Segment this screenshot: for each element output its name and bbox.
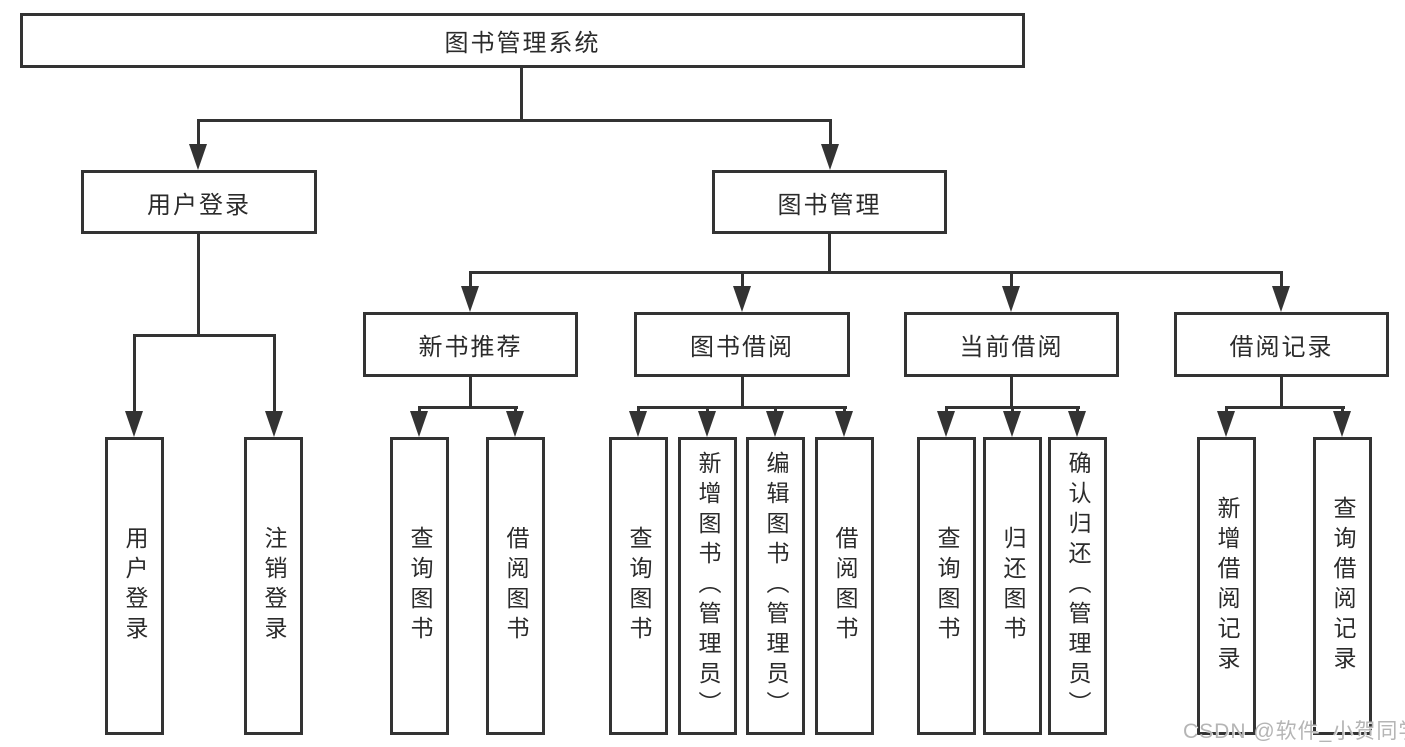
node-label: 查询借阅记录 xyxy=(1330,496,1356,676)
leaf-nb-borrow-books: 借阅图书 xyxy=(486,437,545,735)
node-book-management: 图书管理 xyxy=(712,170,947,234)
connector-root-stem xyxy=(520,68,523,119)
arrowhead xyxy=(766,411,784,437)
leaf-bb-borrow-books: 借阅图书 xyxy=(815,437,874,735)
leaf-cb-return-books: 归还图书 xyxy=(983,437,1042,735)
arrowhead xyxy=(1217,411,1235,437)
node-label: 借阅图书 xyxy=(503,526,529,646)
connector-arrow-stem xyxy=(829,119,832,146)
node-label: 归还图书 xyxy=(1000,526,1026,646)
connector-user-login-rail xyxy=(133,334,276,337)
node-label: 新增图书（管理员） xyxy=(695,451,721,721)
node-label: 图书管理系统 xyxy=(444,30,601,57)
arrowhead xyxy=(821,144,839,170)
arrowhead xyxy=(410,411,428,437)
connector-book-borrow-stem xyxy=(741,377,744,409)
watermark-csdn: CSDN @软件_小贺同学 xyxy=(1183,720,1405,743)
arrowhead xyxy=(506,411,524,437)
arrowhead xyxy=(125,411,143,437)
connector-arrow-stem xyxy=(1010,271,1013,290)
connector-arrow-stem xyxy=(133,334,136,414)
connector-borrow-records-rail xyxy=(1225,406,1345,409)
node-label: 查询图书 xyxy=(934,526,960,646)
arrowhead xyxy=(629,411,647,437)
node-label: 图书借阅 xyxy=(690,334,794,361)
node-label: 用户登录 xyxy=(122,526,148,646)
arrowhead xyxy=(1068,411,1086,437)
connector-arrow-stem xyxy=(469,271,472,290)
leaf-br-add-record: 新增借阅记录 xyxy=(1197,437,1256,735)
node-label: 借阅图书 xyxy=(832,526,858,646)
node-label: 当前借阅 xyxy=(959,334,1064,361)
arrowhead xyxy=(1003,411,1021,437)
connector-current-borrow-stem xyxy=(1010,377,1013,409)
connector-arrow-stem xyxy=(197,119,200,146)
arrowhead xyxy=(1002,286,1020,312)
node-label: 新书推荐 xyxy=(418,334,523,361)
arrowhead xyxy=(1333,411,1351,437)
node-new-book-recommend: 新书推荐 xyxy=(363,312,578,377)
leaf-logout: 注销登录 xyxy=(244,437,303,735)
leaf-br-query-record: 查询借阅记录 xyxy=(1313,437,1372,735)
arrowhead xyxy=(461,286,479,312)
node-user-login: 用户登录 xyxy=(81,170,317,234)
connector-arrow-stem xyxy=(273,334,276,414)
connector-book-borrow-rail xyxy=(637,406,847,409)
arrowhead xyxy=(189,144,207,170)
arrowhead xyxy=(265,411,283,437)
leaf-cb-confirm-return-admin: 确认归还（管理员） xyxy=(1048,437,1107,735)
node-label: 查询图书 xyxy=(407,526,433,646)
connector-new-books-stem xyxy=(469,377,472,409)
connector-new-books-rail xyxy=(418,406,518,409)
node-current-borrowing: 当前借阅 xyxy=(904,312,1119,377)
leaf-bb-add-book-admin: 新增图书（管理员） xyxy=(678,437,737,735)
connector-arrow-stem xyxy=(741,271,744,290)
node-label: 新增借阅记录 xyxy=(1214,496,1240,676)
arrowhead xyxy=(698,411,716,437)
node-label: 确认归还（管理员） xyxy=(1065,451,1091,721)
leaf-nb-query-books: 查询图书 xyxy=(390,437,449,735)
node-root: 图书管理系统 xyxy=(20,13,1025,68)
leaf-bb-edit-book-admin: 编辑图书（管理员） xyxy=(746,437,805,735)
connector-root-rail xyxy=(197,119,832,122)
node-label: 用户登录 xyxy=(147,191,251,219)
arrowhead xyxy=(937,411,955,437)
arrowhead xyxy=(733,286,751,312)
connector-arrow-stem xyxy=(1280,271,1283,290)
connector-borrow-records-stem xyxy=(1280,377,1283,409)
connector-book-mgmt-rail xyxy=(469,271,1283,274)
leaf-bb-query-books: 查询图书 xyxy=(609,437,668,735)
leaf-user-login: 用户登录 xyxy=(105,437,164,735)
connector-user-login-stem xyxy=(197,234,200,334)
node-label: 注销登录 xyxy=(261,526,287,646)
arrowhead xyxy=(835,411,853,437)
leaf-cb-query-books: 查询图书 xyxy=(917,437,976,735)
node-label: 查询图书 xyxy=(626,526,652,646)
node-borrowing-records: 借阅记录 xyxy=(1174,312,1389,377)
connector-book-mgmt-stem xyxy=(828,234,831,274)
node-label: 借阅记录 xyxy=(1229,334,1334,361)
node-book-borrowing: 图书借阅 xyxy=(634,312,850,377)
node-label: 编辑图书（管理员） xyxy=(763,451,789,721)
arrowhead xyxy=(1272,286,1290,312)
node-label: 图书管理 xyxy=(777,191,882,219)
